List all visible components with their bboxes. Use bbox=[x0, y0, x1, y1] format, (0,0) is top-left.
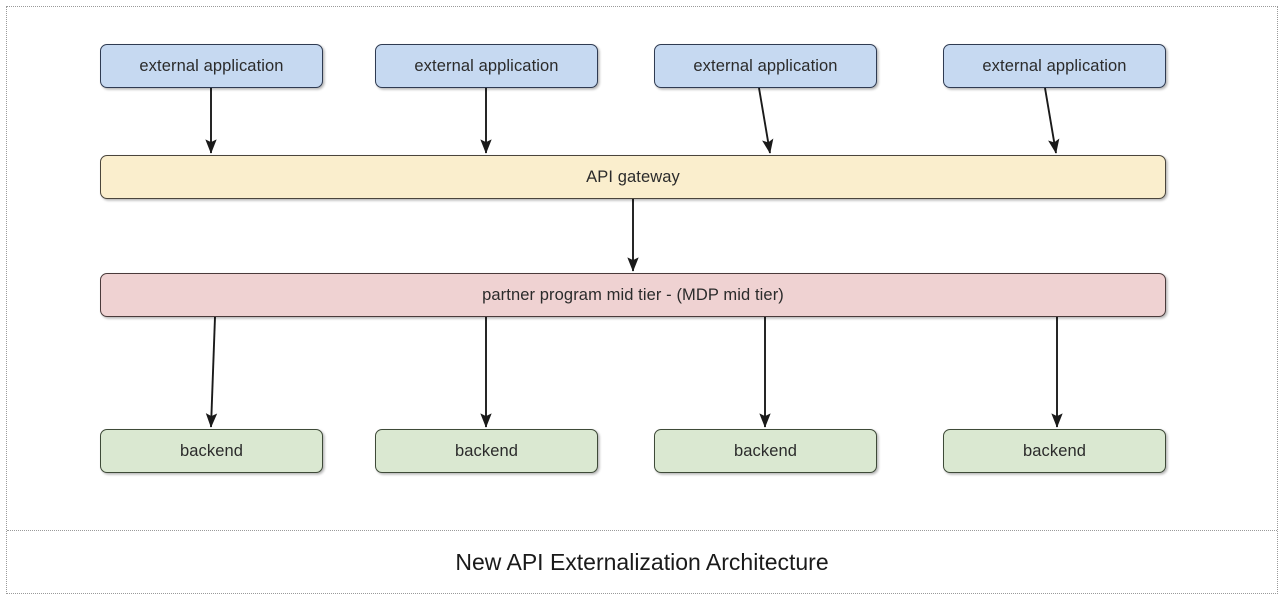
caption-divider bbox=[7, 530, 1277, 531]
node-label: backend bbox=[733, 441, 798, 460]
external-application-box[interactable]: external application bbox=[375, 44, 598, 88]
connector-arrow bbox=[1044, 87, 1060, 154]
backend-box[interactable]: backend bbox=[654, 429, 877, 473]
backend-box[interactable]: backend bbox=[375, 429, 598, 473]
backend-box[interactable]: backend bbox=[943, 429, 1166, 473]
external-application-box[interactable]: external application bbox=[100, 44, 323, 88]
node-label: API gateway bbox=[586, 167, 680, 186]
connector-arrow bbox=[758, 87, 774, 154]
external-application-box[interactable]: external application bbox=[943, 44, 1166, 88]
node-label: external application bbox=[139, 56, 284, 75]
node-label: external application bbox=[693, 56, 838, 75]
diagram-caption: New API Externalization Architecture bbox=[455, 548, 829, 575]
external-application-box[interactable]: external application bbox=[654, 44, 877, 88]
node-label: external application bbox=[414, 56, 559, 75]
connector-arrow bbox=[205, 316, 218, 428]
node-label: partner program mid tier - (MDP mid tier… bbox=[482, 285, 784, 304]
node-label: backend bbox=[1022, 441, 1087, 460]
node-label: backend bbox=[454, 441, 519, 460]
mid-tier-box[interactable]: partner program mid tier - (MDP mid tier… bbox=[100, 273, 1166, 317]
node-label: external application bbox=[982, 56, 1127, 75]
node-label: backend bbox=[179, 441, 244, 460]
api-gateway-box[interactable]: API gateway bbox=[100, 155, 1166, 199]
backend-box[interactable]: backend bbox=[100, 429, 323, 473]
